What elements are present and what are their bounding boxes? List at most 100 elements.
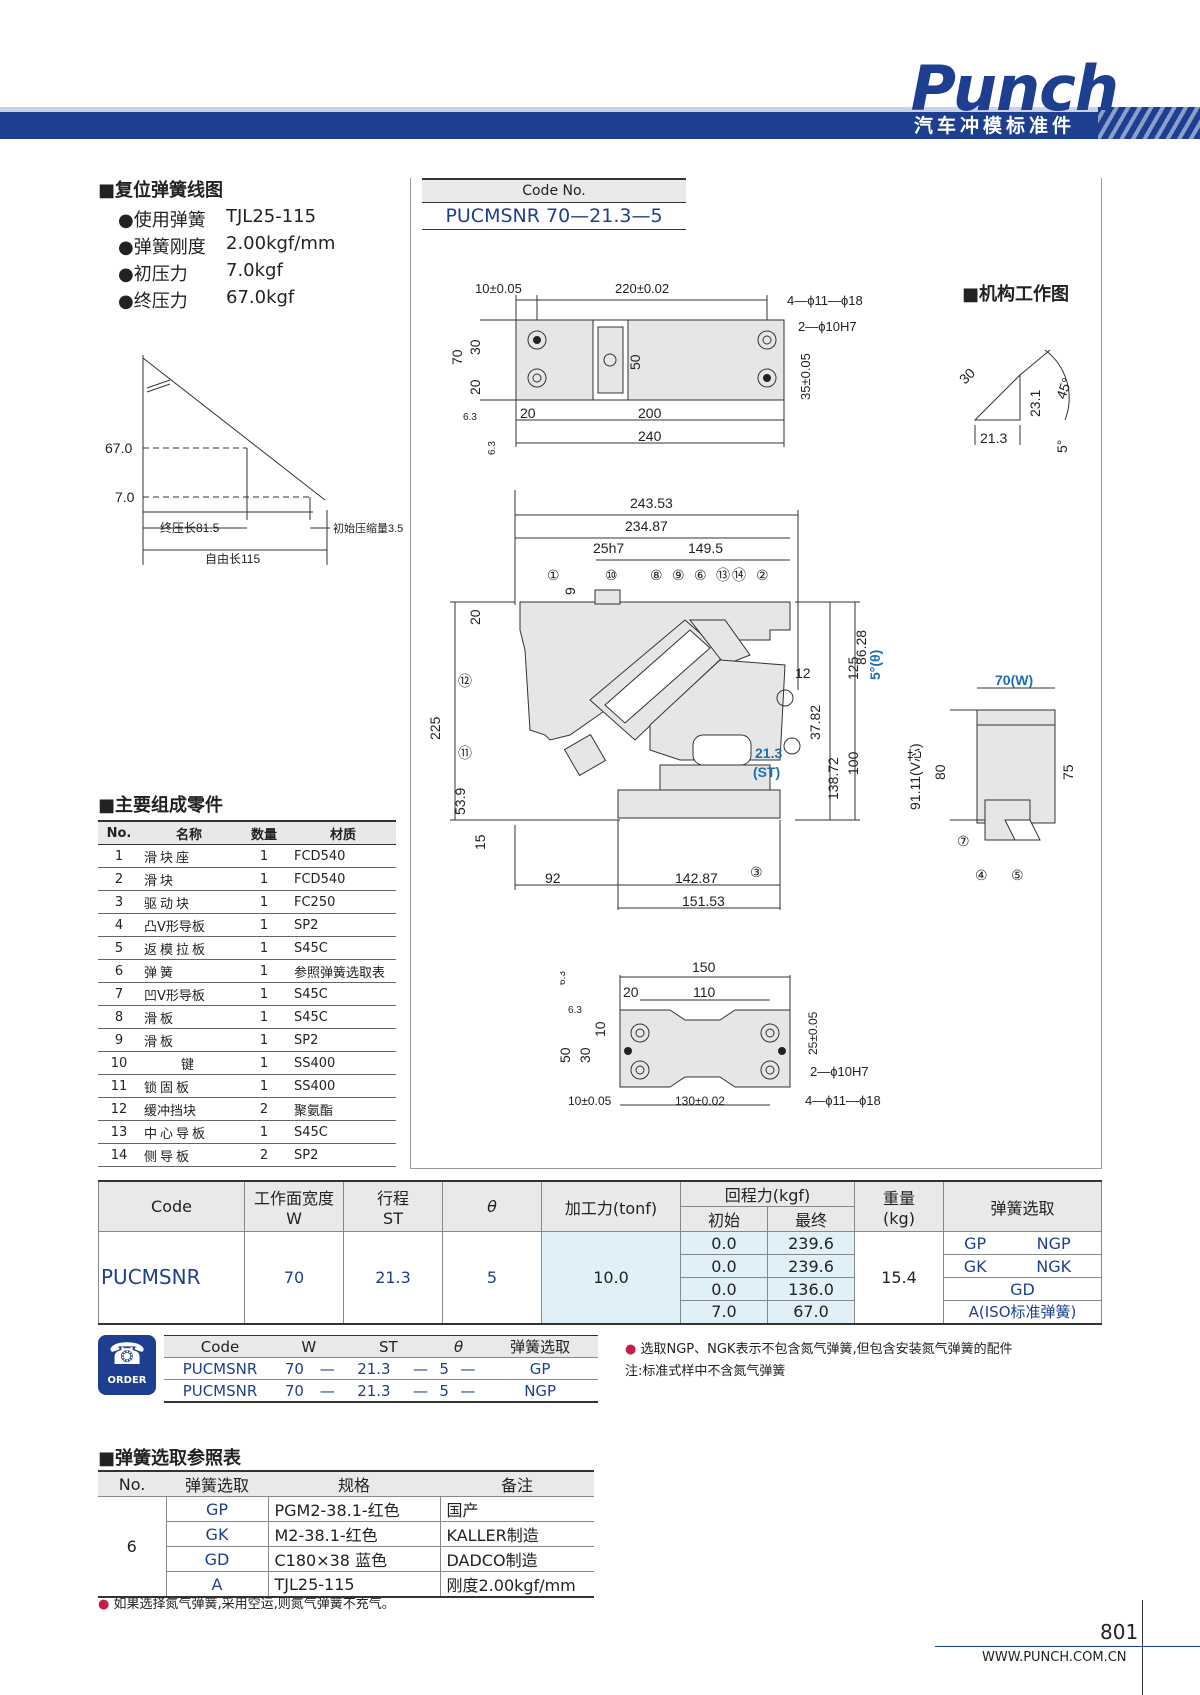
cell: 滑板	[140, 1028, 238, 1052]
dim-15: 15	[472, 834, 488, 850]
cell: 1	[238, 1005, 290, 1029]
cell: 侧导板	[140, 1143, 238, 1167]
mech-5: 5°	[1054, 440, 1070, 453]
cell: 5	[98, 936, 140, 960]
code-box: Code No. PUCMSNR 70—21.3—5	[422, 178, 686, 230]
cell: 返模拉板	[140, 936, 238, 960]
dim-15153: 151.53	[682, 893, 725, 909]
dim-14287: 142.87	[675, 870, 718, 886]
cell: 70	[276, 1357, 313, 1380]
y-tick-7: 7.0	[115, 489, 135, 505]
dim-125: 125	[845, 656, 861, 680]
cell: 2	[98, 867, 140, 891]
dim-12: 12	[795, 665, 811, 681]
cell: 参照弹簧选取表	[290, 959, 396, 983]
front-width: 70(W)	[995, 672, 1033, 688]
part-7: ⑦	[957, 833, 970, 849]
dim-35: 35±0.05	[798, 353, 813, 400]
cell: TJL25-115	[268, 1571, 441, 1598]
spring-force-diagram: 67.0 7.0 终压长81.5 初始压缩量3.5 自由长115	[105, 355, 403, 566]
part-10: ⑩	[605, 567, 618, 583]
spr-h-no: No.	[98, 1470, 166, 1497]
dim-20v: 20	[467, 379, 483, 395]
cell: 12	[98, 1097, 140, 1121]
cell: SP2	[290, 913, 396, 937]
bottom-30: 30	[577, 1047, 593, 1063]
cell: —	[453, 1379, 483, 1403]
h-stroke: 行程	[376, 1189, 409, 1208]
cell: KALLER制造	[440, 1521, 594, 1547]
cell: 3	[98, 890, 140, 914]
code-box-value: PUCMSNR 70—21.3—5	[445, 205, 663, 227]
spec-value: 7.0kgf	[226, 260, 283, 281]
cell: 10	[98, 1051, 140, 1075]
roughness-1: 6.3	[463, 412, 477, 423]
spec-value: 2.00kgf/mm	[226, 233, 336, 254]
parts-header-qty: 数量	[238, 820, 290, 845]
part-12: ⑫	[458, 673, 472, 689]
bottom-20: 20	[623, 984, 639, 1000]
mech-213: 21.3	[980, 430, 1007, 446]
footer-divider-h	[935, 1646, 1200, 1647]
cell: 1	[238, 982, 290, 1006]
part-5: ⑤	[1011, 867, 1024, 883]
cell: 2	[238, 1097, 290, 1121]
bottom-25: 25±0.05	[806, 1011, 820, 1055]
spec-label: ●使用弹簧	[118, 210, 206, 231]
h-width-sub: W	[286, 1209, 302, 1228]
spec-final: 239.6	[767, 1254, 855, 1278]
cell: GP	[166, 1496, 269, 1522]
y-tick-67: 67.0	[105, 440, 132, 456]
h-initial: 初始	[680, 1206, 768, 1232]
bottom-110: 110	[693, 984, 716, 1000]
cell: SP2	[290, 1028, 396, 1052]
mech-30: 30	[956, 365, 978, 387]
dim-1495: 149.5	[688, 540, 723, 556]
parts-header-material: 材质	[290, 820, 396, 845]
spring-ref-title: 弹簧选取参照表	[98, 1444, 241, 1470]
cell: 1	[238, 1051, 290, 1075]
order-h-theta: θ	[434, 1335, 483, 1358]
dim-23487: 234.87	[625, 518, 668, 534]
cell: 4	[98, 913, 140, 937]
spec-final: 239.6	[767, 1231, 855, 1255]
cell: 11	[98, 1074, 140, 1098]
dim-10: 10±0.05	[475, 281, 522, 296]
spr-h-spec: 规格	[268, 1470, 440, 1497]
footer-url[interactable]: WWW.PUNCH.COM.CN	[982, 1650, 1127, 1665]
bottom-4holes: 4—ϕ11—ϕ18	[805, 1093, 881, 1108]
bottom-view-drawing: 150 20 110 50 30 10 25±0.05 2—ϕ10H7 10±0…	[560, 959, 881, 1108]
page-number: 801	[1100, 1620, 1139, 1644]
dim-20h: 20	[520, 405, 536, 421]
cell: 滑块	[140, 867, 238, 891]
dim-theta: 5°(θ)	[867, 650, 883, 680]
h-return: 回程力(kgf)	[680, 1180, 855, 1207]
parts-header-no: No.	[98, 820, 140, 845]
dim-20: 20	[467, 609, 483, 625]
dim-8628: 86.28	[853, 630, 869, 665]
spec-code: PUCMSNR	[98, 1231, 245, 1324]
cell: S45C	[290, 936, 396, 960]
spec-final: 136.0	[767, 1277, 855, 1301]
spec-weight: 15.4	[854, 1231, 944, 1324]
bottom-10b: 10±0.05	[568, 1094, 612, 1108]
cell: 14	[98, 1143, 140, 1167]
dim-30: 30	[467, 339, 483, 355]
spec-final: 67.0	[767, 1300, 855, 1324]
cell: 1	[238, 1120, 290, 1144]
dim-50: 50	[627, 354, 643, 370]
cell: 1	[238, 936, 290, 960]
dim-539: 53.9	[452, 788, 468, 815]
table-row: GK M2-38.1-红色 KALLER制造	[98, 1521, 594, 1547]
cell: SS400	[290, 1074, 396, 1098]
order-badge: ☎ ORDER	[98, 1335, 156, 1395]
cell: SP2	[290, 1143, 396, 1167]
h-force: 加工力(tonf)	[541, 1180, 681, 1232]
